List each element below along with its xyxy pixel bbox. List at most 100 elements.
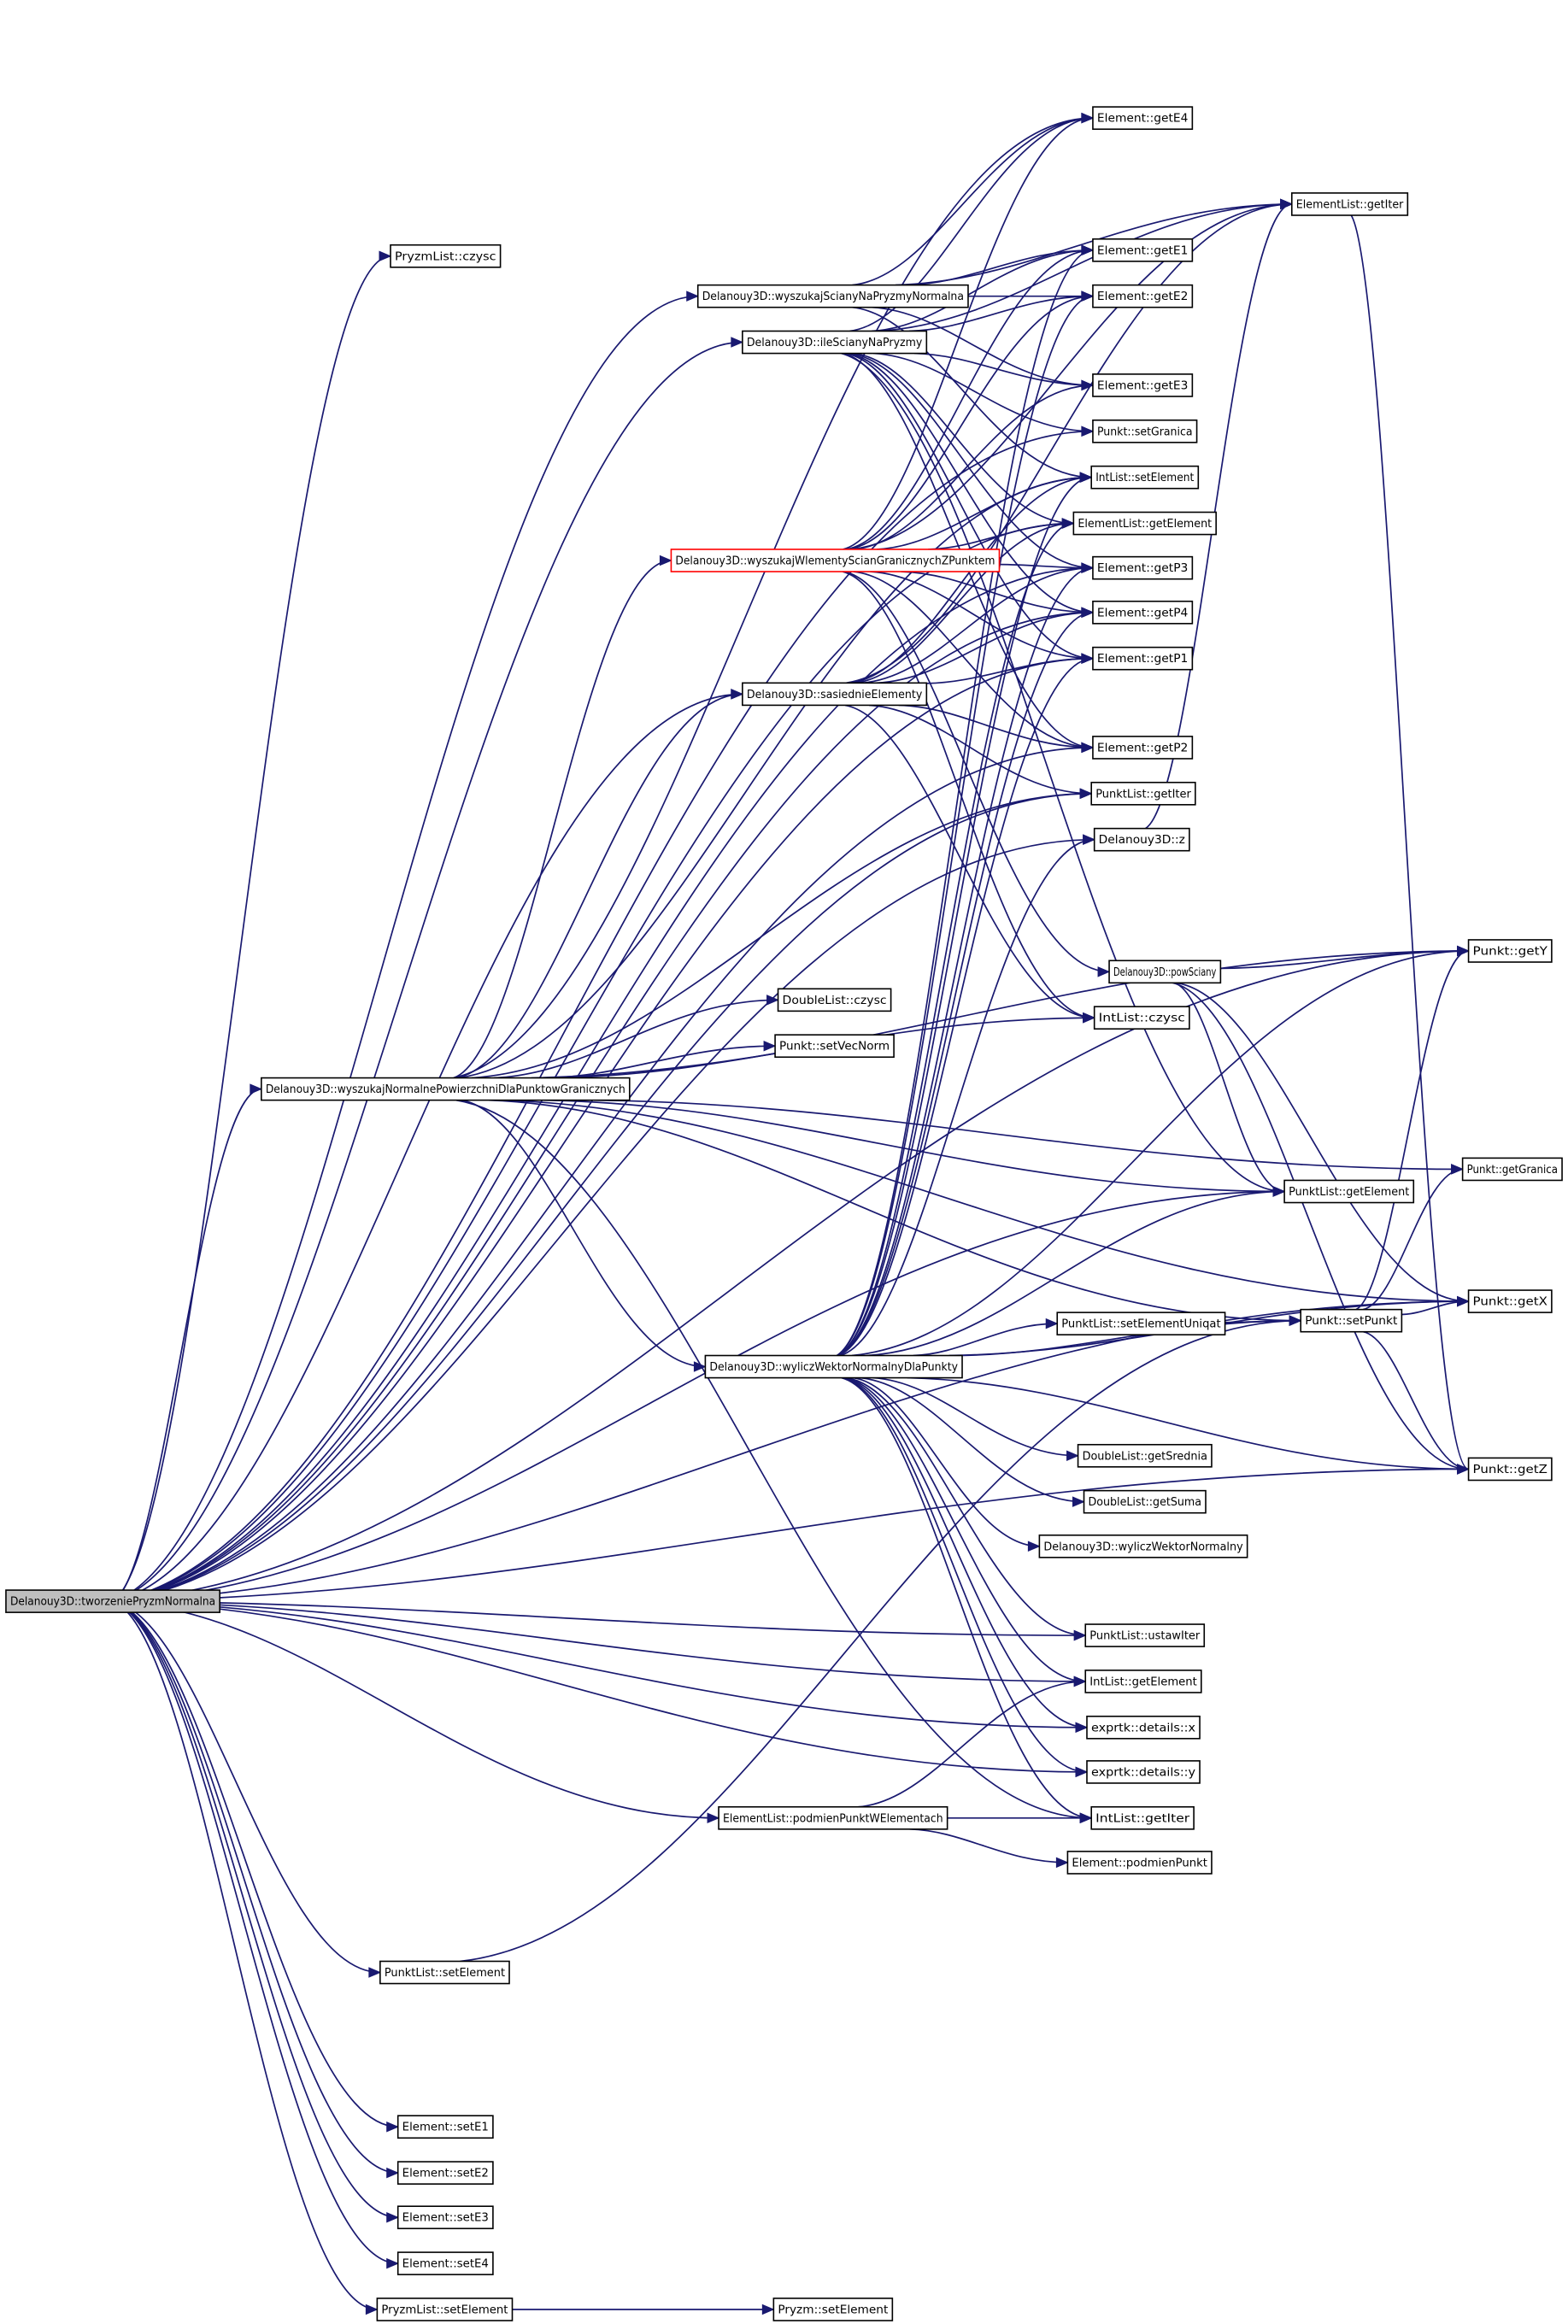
node-get-e4[interactable]: Element::getE4 xyxy=(1092,106,1194,130)
edge-arrowhead xyxy=(1073,1676,1087,1687)
node-intlist-getiter[interactable]: IntList::getIter xyxy=(1090,1805,1195,1830)
edge-powSciany-to-getY xyxy=(1220,945,1470,970)
node-get-p1[interactable]: Element::getP1 xyxy=(1092,646,1194,671)
node-get-e2[interactable]: Element::getE2 xyxy=(1092,284,1194,308)
node-get-y[interactable]: Punkt::getY xyxy=(1467,939,1553,963)
edge-line xyxy=(112,341,743,1602)
node-set-e1[interactable]: Element::setE1 xyxy=(396,2115,494,2139)
node-punktlist-getiter[interactable]: PunktList::getIter xyxy=(1090,781,1196,806)
node-get-srednia[interactable]: DoubleList::getSrednia xyxy=(1077,1443,1213,1468)
node-ustaw-iter[interactable]: PunktList::ustawIter xyxy=(1084,1623,1206,1647)
edge-line xyxy=(848,295,1093,550)
node-podmien-punkt[interactable]: Element::podmienPunkt xyxy=(1066,1851,1213,1875)
node-pryzmlist-setelement[interactable]: PryzmList::setElement xyxy=(376,2298,514,2321)
edge-wyszukajWlementy-to-intlist_czysc xyxy=(842,571,1095,1024)
edge-wyszukajNormalne-to-wyliczWektorDla xyxy=(461,1099,707,1372)
edge-line xyxy=(853,1376,1040,1547)
edge-line xyxy=(112,430,1093,1602)
edge-arrowhead xyxy=(1027,1541,1041,1552)
edge-wyliczWektorDla-to-details_y xyxy=(842,1376,1089,1778)
node-wyszukaj-wlementy[interactable]: Delanouy3D::wyszukajWlementyScianGranicz… xyxy=(670,549,1001,572)
node-get-e3[interactable]: Element::getE3 xyxy=(1092,373,1194,397)
edge-line xyxy=(113,1600,1087,1728)
node-set-vec-norm[interactable]: Punkt::setVecNorm xyxy=(774,1034,895,1059)
edge-setPunkt-to-getZ xyxy=(1363,1330,1470,1475)
node-details-x[interactable]: exprtk::details::x xyxy=(1086,1715,1201,1740)
edge-line xyxy=(845,352,1093,660)
nodes-layer: Delanouy3D::tworzeniePryzmNormalna Pryzm… xyxy=(5,106,1563,2321)
edge-line xyxy=(913,352,1093,386)
node-set-e4[interactable]: Element::setE4 xyxy=(396,2251,494,2275)
edge-line xyxy=(112,611,1093,1602)
node-label: exprtk::details::x xyxy=(1091,1722,1195,1734)
node-label: Delanouy3D::wyszukajScianyNaPryzmyNormal… xyxy=(702,290,964,303)
edge-arrowhead xyxy=(1075,1722,1089,1734)
edge-line xyxy=(847,352,1093,613)
edge-tworzenie-to-details_x xyxy=(113,1600,1089,1734)
node-get-p2[interactable]: Element::getP2 xyxy=(1092,736,1194,760)
node-z[interactable]: Delanouy3D::z xyxy=(1093,827,1190,852)
node-punktlist-getelement[interactable]: PunktList::getElement xyxy=(1283,1179,1415,1204)
node-set-element-uniqat[interactable]: PunktList::setElementUniqat xyxy=(1056,1312,1226,1335)
edge-wyszukajNormalne-to-doublelist_czysc xyxy=(494,995,779,1079)
edge-wyliczWektorDla-to-getP3 xyxy=(837,562,1095,1357)
node-intlist-czysc[interactable]: IntList::czysc xyxy=(1093,1006,1190,1030)
node-label: Delanouy3D::tworzeniePryzmNormalna xyxy=(10,1596,215,1609)
node-details-y[interactable]: exprtk::details::y xyxy=(1086,1760,1201,1784)
edge-arrowhead xyxy=(1272,1186,1286,1197)
edge-line xyxy=(872,306,1093,386)
edge-line xyxy=(852,306,1092,478)
edge-tworzenie-to-podmienPunktWE xyxy=(113,1600,720,1824)
node-pryzmlist-czysc[interactable]: PryzmList::czysc xyxy=(390,244,502,268)
edge-tworzenie-to-getP2 xyxy=(112,742,1095,1602)
edge-line xyxy=(901,571,1093,613)
node-get-z[interactable]: Punkt::getZ xyxy=(1467,1457,1553,1482)
edge-arrowhead xyxy=(1066,1450,1079,1462)
edge-pryzmlist_setElement-to-pryzm_setElement xyxy=(512,2303,775,2315)
node-wylicz-wektor-normalny[interactable]: Delanouy3D::wyliczWektorNormalny xyxy=(1038,1534,1248,1558)
node-doublelist-czysc[interactable]: DoubleList::czysc xyxy=(777,988,892,1012)
edge-line xyxy=(837,522,1074,1357)
node-get-e1[interactable]: Element::getE1 xyxy=(1092,238,1194,262)
edge-line xyxy=(543,1099,1285,1193)
node-ile-sciany[interactable]: Delanouy3D::ileScianyNaPryzmy xyxy=(742,330,928,355)
edge-arrowhead xyxy=(1451,1164,1464,1175)
node-set-e2[interactable]: Element::setE2 xyxy=(396,2161,494,2185)
node-wyszukaj-sciany[interactable]: Delanouy3D::wyszukajScianyNaPryzmyNormal… xyxy=(696,284,969,308)
edge-line xyxy=(898,704,1093,748)
node-elementlist-getelement[interactable]: ElementList::getElement xyxy=(1072,511,1217,536)
node-wyszukaj-normalne[interactable]: Delanouy3D::wyszukajNormalnePowierzchniD… xyxy=(261,1077,631,1101)
node-intlist-getelement[interactable]: IntList::getElement xyxy=(1084,1670,1202,1693)
edge-line xyxy=(113,1600,719,1819)
node-sasiednie-elementy[interactable]: Delanouy3D::sasiednieElementy xyxy=(742,682,928,707)
node-elementlist-getiter[interactable]: ElementList::getIter xyxy=(1290,192,1409,216)
node-pryzm-setelement[interactable]: Pryzm::setElement xyxy=(772,2298,894,2321)
edge-arrowhead xyxy=(1097,966,1111,977)
node-label: Punkt::getGranica xyxy=(1467,1164,1558,1177)
node-get-suma[interactable]: DoubleList::getSuma xyxy=(1083,1489,1207,1514)
node-intlist-setelement[interactable]: IntList::setElement xyxy=(1090,465,1200,490)
node-podmien-punkt-w-elementach[interactable]: ElementList::podmienPunktWElementach xyxy=(718,1805,948,1830)
edge-arrowhead xyxy=(707,1812,720,1824)
node-get-x[interactable]: Punkt::getX xyxy=(1467,1289,1553,1313)
edge-arrowhead xyxy=(1073,1629,1087,1641)
edge-wyliczWektorDla-to-intlist_setElement xyxy=(837,472,1093,1357)
node-get-granica[interactable]: Punkt::getGranica xyxy=(1461,1157,1563,1182)
node-wylicz-wektor-dla-punkty[interactable]: Delanouy3D::wyliczWektorNormalnyDlaPunkt… xyxy=(704,1354,963,1379)
edge-line xyxy=(455,693,743,1079)
edge-elementlist_getIter-to-getZ xyxy=(1350,214,1470,1475)
node-set-e3[interactable]: Element::setE3 xyxy=(396,2205,494,2230)
node-get-p4[interactable]: Element::getP4 xyxy=(1092,600,1194,625)
edge-line xyxy=(837,566,1093,1357)
node-tworzenie[interactable]: Delanouy3D::tworzeniePryzmNormalna xyxy=(5,1589,220,1613)
node-set-granica[interactable]: Punkt::setGranica xyxy=(1092,419,1198,443)
edge-podmienPunktWE-to-intlist_getIter xyxy=(947,1812,1093,1824)
edge-wyszukajNormalne-to-wyszukajWlementy xyxy=(453,555,672,1079)
edge-tworzenie-to-sasiednie xyxy=(112,689,744,1602)
node-pow-sciany[interactable]: Delanouy3D::powSciany xyxy=(1108,960,1222,984)
node-get-p3[interactable]: Element::getP3 xyxy=(1092,555,1194,580)
node-label: Element::setE2 xyxy=(402,2168,489,2180)
node-punktlist-setelement[interactable]: PunktList::setElement xyxy=(379,1960,510,1985)
edge-wyliczWektorDla-to-getP4 xyxy=(837,607,1095,1357)
node-set-punkt[interactable]: Punkt::setPunkt xyxy=(1300,1308,1403,1333)
